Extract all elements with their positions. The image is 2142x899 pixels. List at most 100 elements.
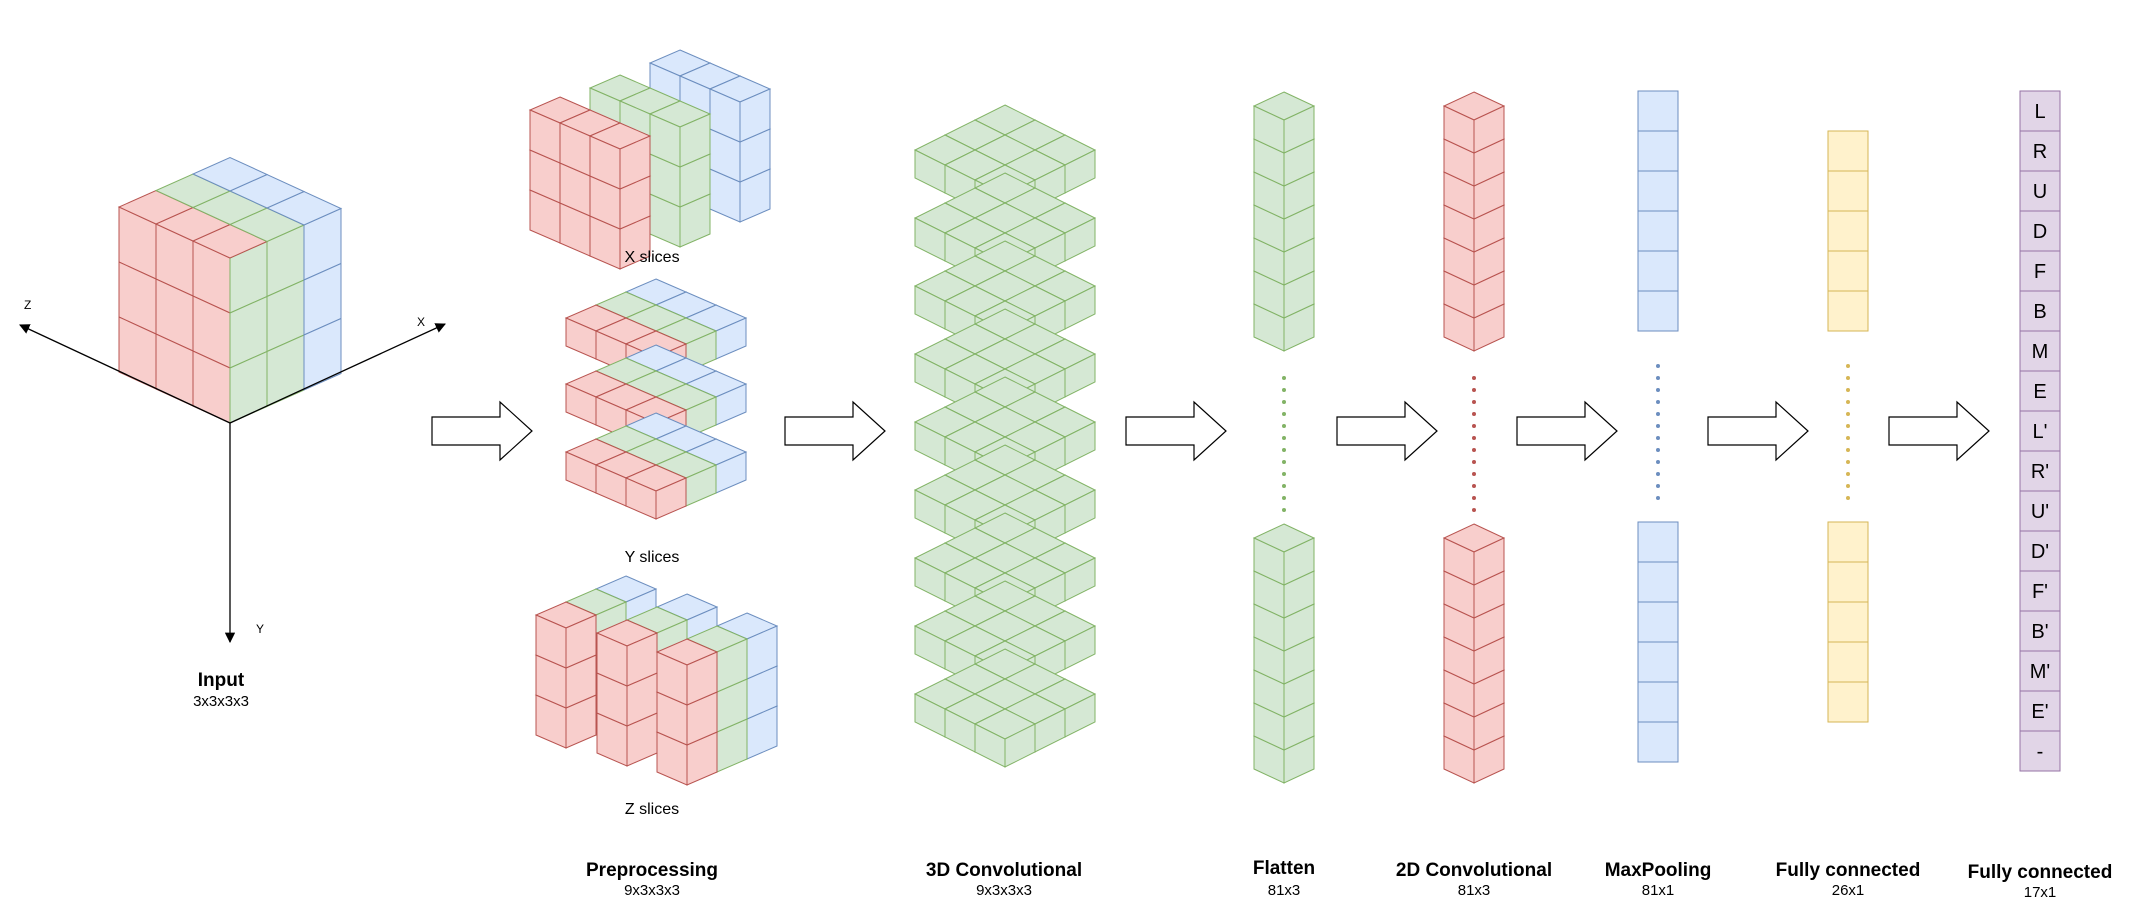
x-slices-illustration <box>528 49 772 270</box>
output-label: E' <box>2031 701 2048 723</box>
layer-cell <box>1637 90 1679 132</box>
ellipsis-dot <box>1656 472 1660 476</box>
output-label: D' <box>2031 541 2049 563</box>
layer-cell <box>1637 641 1679 683</box>
ellipsis-dot <box>1282 412 1286 416</box>
ellipsis-dot <box>1846 472 1850 476</box>
ellipsis-dot <box>1656 484 1660 488</box>
maxpool-subtitle: 81x1 <box>1642 882 1675 899</box>
layer-cell <box>1637 561 1679 603</box>
axis-y-label: Y <box>256 622 264 636</box>
ellipsis-dot <box>1846 424 1850 428</box>
ellipsis-dot <box>1472 448 1476 452</box>
ellipsis-dot <box>1472 436 1476 440</box>
cube-side-face <box>1283 105 1315 154</box>
ellipsis-dot <box>1472 424 1476 428</box>
conv3d-layer-stack <box>913 104 1097 768</box>
output-cell: F <box>2019 250 2061 292</box>
layer-cell <box>1827 521 1869 563</box>
input-cube <box>117 156 343 424</box>
ellipsis-dot <box>1472 496 1476 500</box>
conv3d-title: 3D Convolutional <box>926 860 1082 881</box>
output-cell: U <box>2019 170 2061 212</box>
output-cell-box <box>2019 730 2061 772</box>
ellipsis-dot <box>1656 376 1660 380</box>
input-subtitle: 3x3x3x3 <box>193 693 249 710</box>
ellipsis-dot <box>1472 460 1476 464</box>
ellipsis-dot <box>1656 400 1660 404</box>
layer-cell <box>1637 170 1679 212</box>
conv2d-column <box>1442 91 1506 784</box>
output-cell-box <box>2019 250 2061 292</box>
ellipsis-dot <box>1846 436 1850 440</box>
flatten-subtitle: 81x3 <box>1268 882 1301 899</box>
output-label: R <box>2033 141 2047 163</box>
cube-side-face <box>679 113 711 168</box>
cube-side-face <box>1283 537 1315 586</box>
conv2d-title: 2D Convolutional <box>1396 860 1552 881</box>
output-cell-box <box>2019 410 2061 452</box>
cube-side-face <box>565 614 597 669</box>
ellipsis-dot <box>1846 484 1850 488</box>
ellipsis-dot <box>1656 436 1660 440</box>
flow-arrow <box>1888 400 1990 462</box>
ellipsis-dot <box>1656 424 1660 428</box>
ellipsis-dot <box>1656 448 1660 452</box>
axis-x-arrow <box>229 323 446 424</box>
input-top-cell <box>191 156 269 192</box>
maxpool-column <box>1637 90 1679 763</box>
output-cell: M <box>2019 330 2061 372</box>
output-cell: D' <box>2019 530 2061 572</box>
ellipsis-dot <box>1472 400 1476 404</box>
cube-side-face <box>739 88 771 143</box>
fc2-title: Fully connected <box>1968 862 2113 883</box>
fc1-subtitle: 26x1 <box>1832 882 1865 899</box>
cube-side-face <box>655 477 687 520</box>
cube-side-face <box>686 651 718 706</box>
ellipsis-dot <box>1656 412 1660 416</box>
output-cell: F' <box>2019 570 2061 612</box>
output-cell-box <box>2019 490 2061 532</box>
ellipsis-dot <box>1282 484 1286 488</box>
layer-cell <box>1637 681 1679 723</box>
flow-arrow <box>1707 400 1809 462</box>
layer-cell <box>1637 250 1679 292</box>
output-cell-box <box>2019 530 2061 572</box>
output-label: B <box>2033 301 2046 323</box>
ellipsis-dot <box>1472 388 1476 392</box>
conv3d-subtitle: 9x3x3x3 <box>976 882 1032 899</box>
x-slices-caption: X slices <box>624 249 679 266</box>
layer-cell <box>1827 641 1869 683</box>
layer-cell <box>1827 561 1869 603</box>
output-cell-box <box>2019 130 2061 172</box>
ellipsis-dot <box>1282 376 1286 380</box>
fc2-subtitle: 17x1 <box>2024 884 2057 899</box>
axis-z-arrow <box>19 324 231 424</box>
cube-side-face <box>1473 537 1505 586</box>
preprocessing-title: Preprocessing <box>586 860 718 881</box>
layer-cell <box>1827 601 1869 643</box>
conv2d-subtitle: 81x3 <box>1458 882 1491 899</box>
ellipsis-dot <box>1472 412 1476 416</box>
output-cell-box <box>2019 610 2061 652</box>
input-side-cell <box>303 317 342 391</box>
output-cell: B' <box>2019 610 2061 652</box>
layer-cell <box>1827 170 1869 212</box>
layer-cell <box>1637 601 1679 643</box>
ellipsis-dot <box>1846 460 1850 464</box>
output-cell: E' <box>2019 690 2061 732</box>
ellipsis-dot <box>1282 388 1286 392</box>
flow-arrow <box>784 400 886 462</box>
output-label: E <box>2033 381 2046 403</box>
output-cell: R <box>2019 130 2061 172</box>
output-label: U <box>2033 181 2047 203</box>
output-label: F' <box>2032 581 2048 603</box>
ellipsis-dot <box>1282 424 1286 428</box>
output-cell: R' <box>2019 450 2061 492</box>
ellipsis-dot <box>1472 376 1476 380</box>
layer-cell <box>1637 721 1679 763</box>
flow-arrow <box>1336 400 1438 462</box>
axis-x-label: X <box>417 315 425 329</box>
